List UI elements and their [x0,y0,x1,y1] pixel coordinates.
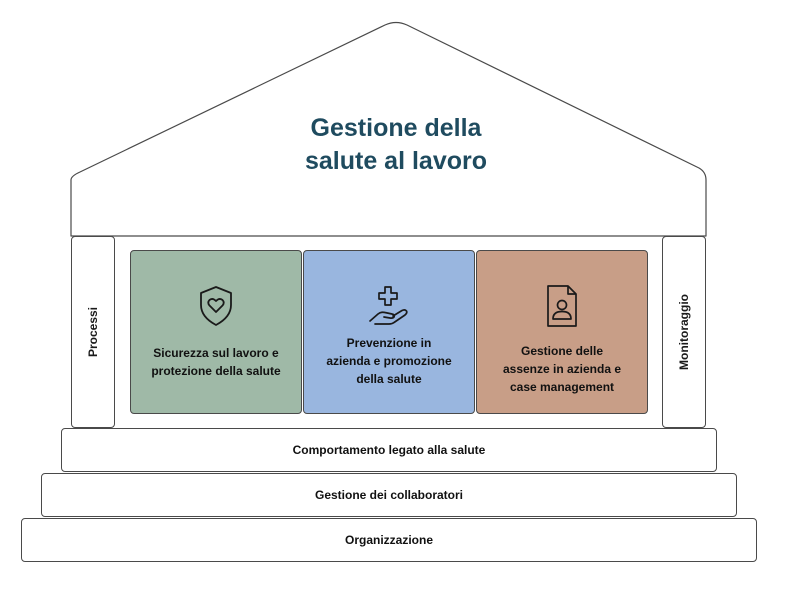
pillar-prevenzione-line-2: azienda e promozione [326,354,452,368]
step-organizzazione: Organizzazione [21,518,757,562]
column-monitoraggio-label: Monitoraggio [677,294,691,370]
title-line-2: salute al lavoro [304,147,488,175]
shield-heart-icon [200,286,232,326]
pillar-prevenzione: Prevenzione in azienda e promozione dell… [303,250,475,414]
column-monitoraggio: Monitoraggio [662,236,706,428]
step-comportamento: Comportamento legato alla salute [61,428,717,472]
column-processi: Processi [71,236,115,428]
pillar-gestione-assenze-line-2: assenze in azienda e [502,362,622,376]
page-title: Gestione della salute al lavoro [196,112,596,178]
pillar-gestione-assenze-label: Gestione delle assenze in azienda e case… [485,342,639,396]
pillar-gestione-assenze-line-1: Gestione delle [520,344,604,358]
step-gestione-collaboratori: Gestione dei collaboratori [41,473,737,517]
pillar-sicurezza: Sicurezza sul lavoro e protezione della … [130,250,302,414]
pillar-prevenzione-line-1: Prevenzione in [346,336,432,350]
column-processi-label: Processi [86,306,100,358]
hand-plus-icon [369,286,408,325]
pillar-sicurezza-line-1: Sicurezza sul lavoro e [153,346,279,360]
roof-shape [70,21,707,237]
pillar-prevenzione-line-3: della salute [356,372,422,386]
title-line-1: Gestione della [310,114,482,142]
pillar-sicurezza-line-2: protezione della salute [151,364,281,378]
pillar-prevenzione-label: Prevenzione in azienda e promozione dell… [312,334,466,388]
document-person-icon [547,285,577,327]
pillar-sicurezza-label: Sicurezza sul lavoro e protezione della … [139,344,293,380]
pillar-gestione-assenze-line-3: case management [509,380,615,394]
pillar-gestione-assenze: Gestione delle assenze in azienda e case… [476,250,648,414]
